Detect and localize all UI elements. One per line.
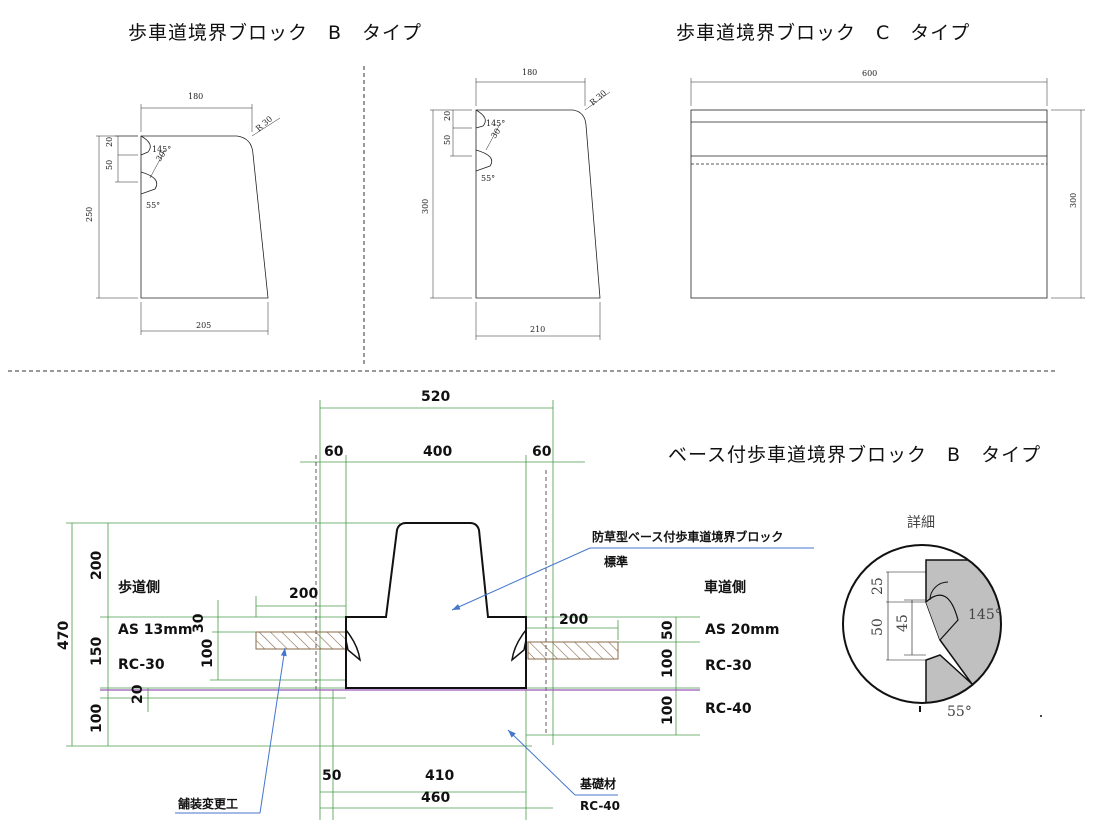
b-dim-bottom-width: 205 xyxy=(196,321,211,330)
detail-angle-145: 145° xyxy=(968,607,1002,623)
detail-dim-45: 45 xyxy=(895,614,911,632)
b-angle-55: 55° xyxy=(146,201,160,210)
dim-100-right2: 100 xyxy=(660,696,676,725)
detail-dim-25: 25 xyxy=(870,577,886,595)
dim-30: 30 xyxy=(191,613,207,633)
detail-circle xyxy=(842,544,1002,712)
dim-150: 150 xyxy=(89,637,105,666)
b2-angle-145: 145° xyxy=(486,119,505,128)
base-block-section xyxy=(255,522,619,689)
detail-dim-50: 50 xyxy=(870,618,886,636)
detail-title: 詳細 xyxy=(907,515,935,531)
label-rc-left: RC-30 xyxy=(118,657,165,673)
detail-angle-55: 55° xyxy=(947,704,972,720)
b2-dim-20: 20 xyxy=(443,111,452,121)
dim-200-top: 200 xyxy=(89,551,105,580)
b2-dim-height: 300 xyxy=(421,199,430,214)
block-b2-drawing xyxy=(430,78,611,340)
dim-50-bottom: 50 xyxy=(322,768,342,784)
b-angle-145: 145° xyxy=(152,145,171,154)
label-as-right: AS 20mm xyxy=(705,622,779,638)
b-dim-20: 20 xyxy=(105,137,114,147)
label-rc-right: RC-30 xyxy=(705,658,752,674)
b2-dim-bottom-width: 210 xyxy=(530,325,545,334)
b2-dim-50: 50 xyxy=(443,135,452,145)
dim-100-walk: 100 xyxy=(200,639,216,668)
block-section-outline xyxy=(345,522,527,689)
dot-mark xyxy=(1040,715,1042,717)
dim-470: 470 xyxy=(56,621,72,650)
b2-dim-30: 30 xyxy=(489,127,502,141)
label-walk-side: 歩道側 xyxy=(118,579,160,596)
dim-60-left: 60 xyxy=(324,444,344,460)
b2-dim-top-width: 180 xyxy=(522,68,537,77)
dim-200-walk: 200 xyxy=(289,586,318,602)
title-base-block-b: ベース付歩車道境界ブロック B タイプ xyxy=(668,444,1042,466)
dim-400: 400 xyxy=(423,444,452,460)
callout-base: 基礎材 xyxy=(579,776,616,791)
dim-410: 410 xyxy=(425,768,454,784)
dim-20: 20 xyxy=(130,684,146,704)
title-block-b: 歩車道境界ブロック B タイプ xyxy=(128,22,423,44)
callout-block: 防草型ベース付歩車道境界ブロック xyxy=(592,529,783,544)
title-block-c: 歩車道境界ブロック C タイプ xyxy=(676,22,971,44)
b2-angle-55: 55° xyxy=(481,174,495,183)
dim-460: 460 xyxy=(421,790,450,806)
c-dim-height: 300 xyxy=(1069,193,1078,208)
paving-hatch-left xyxy=(255,631,347,650)
paving-hatch-right xyxy=(527,641,619,660)
dim-200-road: 200 xyxy=(559,612,588,628)
c-dim-width: 600 xyxy=(862,69,877,78)
block-b-drawing xyxy=(96,104,281,335)
b-dim-top-width: 180 xyxy=(188,92,203,101)
dim-520: 520 xyxy=(421,389,450,405)
dim-60-right: 60 xyxy=(532,444,552,460)
dim-100-left: 100 xyxy=(89,704,105,733)
callout-standard: 標準 xyxy=(604,554,628,569)
block-c-outline xyxy=(690,109,1048,299)
label-as-left: AS 13mm xyxy=(118,622,192,638)
dim-50-right: 50 xyxy=(660,620,676,640)
b2-dim-radius: R 30 xyxy=(588,88,608,107)
label-rc40-right: RC-40 xyxy=(705,701,752,717)
block-c-drawing xyxy=(690,78,1085,299)
b-dim-height: 250 xyxy=(85,207,94,222)
block-b-outline xyxy=(140,135,269,299)
block-b2-outline xyxy=(475,109,601,299)
callout-paving: 舗装変更工 xyxy=(177,796,238,811)
label-road-side: 車道側 xyxy=(704,579,746,596)
section-dimension-lines xyxy=(66,400,700,820)
b-dim-50: 50 xyxy=(105,160,114,170)
callout-base-rc: RC-40 xyxy=(580,799,620,813)
dim-100-right1: 100 xyxy=(660,649,676,678)
leader-arrows xyxy=(175,547,814,814)
